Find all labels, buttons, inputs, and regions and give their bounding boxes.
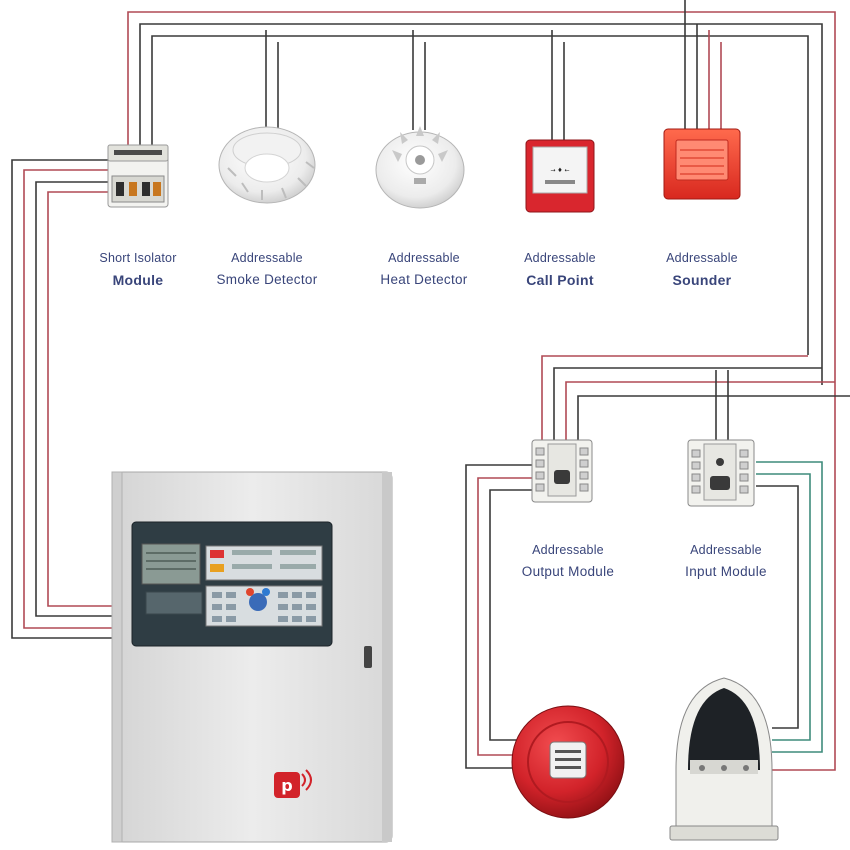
label-smoke-detector: Addressable Smoke Detector	[205, 247, 329, 291]
svg-text:p: p	[281, 776, 292, 795]
beam-detector	[669, 677, 779, 841]
label-sounder: Addressable Sounder	[642, 247, 762, 291]
wire-om-3	[565, 381, 835, 445]
label-line1: Addressable	[690, 543, 762, 557]
label-line1: Short Isolator	[99, 251, 177, 265]
wire-beam-4	[772, 465, 836, 771]
wire-left-2	[23, 169, 112, 629]
panel-display	[131, 521, 333, 647]
wire-bell-3	[489, 489, 532, 741]
label-line1: Addressable	[388, 251, 460, 265]
label-line1: Addressable	[231, 251, 303, 265]
control-panel: p	[111, 471, 393, 843]
wire-sounder-1	[684, 0, 698, 130]
label-line1: Addressable	[532, 543, 604, 557]
label-line2: Call Point	[526, 272, 594, 288]
wire-left-3	[35, 181, 112, 617]
label-line1: Addressable	[524, 251, 596, 265]
wire-beam-3	[756, 485, 799, 729]
wire-smoke	[265, 30, 279, 130]
label-line2: Heat Detector	[380, 272, 468, 287]
label-line2: Input Module	[685, 564, 767, 579]
brand-logo: p	[274, 769, 312, 798]
wiring	[11, 0, 850, 771]
fire-bell	[511, 705, 625, 819]
heat-detector	[375, 126, 465, 209]
wire-beam-1	[756, 461, 823, 753]
wire-sounder-2	[708, 30, 722, 130]
label-input-module: Addressable Input Module	[664, 539, 788, 583]
wire-left-4	[47, 191, 112, 607]
wire-om-1	[541, 355, 808, 445]
wire-callpoint	[551, 30, 565, 142]
call-point: → ♦ ←	[525, 139, 595, 213]
output-module	[531, 439, 593, 503]
wire-top-dark	[139, 23, 823, 385]
label-line1: Addressable	[666, 251, 738, 265]
label-output-module: Addressable Output Module	[508, 539, 628, 583]
input-module	[687, 439, 755, 507]
sounder	[663, 128, 741, 200]
wire-om-4	[577, 395, 850, 445]
wire-left-1	[11, 159, 112, 639]
wire-beam-2	[756, 473, 811, 741]
short-isolator-module	[107, 144, 169, 208]
wire-im-1	[715, 370, 729, 445]
wire-om-2	[553, 367, 822, 445]
wire-heat	[412, 30, 426, 130]
label-line2: Sounder	[672, 272, 732, 288]
wire-bell-2	[477, 477, 532, 756]
label-line2: Module	[112, 272, 164, 288]
svg-text:→ ♦ ←: → ♦ ←	[550, 167, 569, 174]
smoke-detector	[218, 126, 316, 204]
label-line2: Smoke Detector	[216, 272, 318, 287]
label-call-point: Addressable Call Point	[500, 247, 620, 291]
label-line2: Output Module	[521, 564, 615, 579]
wire-top-red	[127, 11, 836, 465]
label-heat-detector: Addressable Heat Detector	[362, 247, 486, 291]
wire-bell-1	[465, 464, 532, 769]
wire-top-dark-2	[151, 35, 809, 355]
label-short-isolator-module: Short Isolator Module	[78, 247, 198, 291]
